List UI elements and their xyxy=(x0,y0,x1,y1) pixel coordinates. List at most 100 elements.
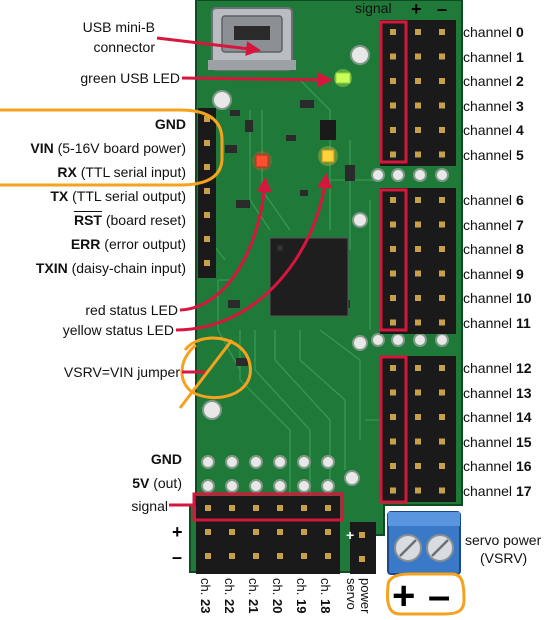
terminal-plus-symbol: + xyxy=(392,574,416,618)
channel-label-number: 16 xyxy=(515,458,532,474)
pin-rst-label: RST (board reset) xyxy=(73,212,186,228)
header-pin xyxy=(415,246,421,252)
channel-label-prefix: channel xyxy=(463,265,516,282)
header-pin xyxy=(390,463,396,469)
channel-label-prefix: channel xyxy=(463,122,516,138)
channel-label-number: 12 xyxy=(515,360,532,376)
pin-gnd-label: GND xyxy=(154,116,186,132)
bottom-channel-label: ch. 21 xyxy=(246,578,261,614)
vsrv-jumper-circle xyxy=(178,336,252,409)
pin-txin-label: TXIN (daisy-chain input) xyxy=(35,260,186,276)
smd-components xyxy=(225,100,355,366)
header-pin xyxy=(277,553,283,559)
header-pin xyxy=(390,438,396,445)
header-pin xyxy=(325,553,331,559)
header-pin xyxy=(205,505,211,511)
bottom-channel-label-prefix: ch. xyxy=(198,578,213,599)
channel-label: channel 2 xyxy=(463,73,524,89)
header-pin xyxy=(205,553,211,559)
header-pin xyxy=(390,221,396,228)
header-pin xyxy=(439,295,445,301)
header-pin xyxy=(204,236,210,242)
channel-label: channel 3 xyxy=(463,98,524,114)
servo-power-label-line1: servo power xyxy=(465,532,542,548)
channel-label-number: 11 xyxy=(515,314,531,331)
header-pin xyxy=(439,29,445,35)
red-highlights xyxy=(192,20,408,522)
top-plus-label: + xyxy=(411,0,422,19)
channel-label-prefix: channel xyxy=(463,97,516,114)
servo-power-label-line2: (VSRV) xyxy=(480,550,528,566)
channel-label-prefix: channel xyxy=(463,409,516,425)
top-minus-label: – xyxy=(437,0,448,19)
header-pin xyxy=(439,487,445,494)
header-pin xyxy=(205,529,211,535)
header-pin xyxy=(415,127,421,133)
red-led-label: red status LED xyxy=(85,302,178,318)
bottom-5v-label: 5V (out) xyxy=(132,475,182,491)
power-serial-highlight xyxy=(0,108,224,187)
channel-label-number: 6 xyxy=(515,192,524,208)
header-pin xyxy=(390,270,396,277)
header-pin xyxy=(439,270,445,277)
header-pin xyxy=(390,389,396,396)
channel-label-number: 13 xyxy=(515,384,532,401)
channel-label-number: 9 xyxy=(515,265,524,282)
channel-label: channel 8 xyxy=(463,241,524,257)
channel-label-prefix: channel xyxy=(463,482,516,499)
header-pin xyxy=(439,438,445,445)
header-pin xyxy=(390,78,396,84)
vsrv-jumper-label: VSRV=VIN jumper xyxy=(63,364,180,380)
pin-err-label: ERR (error output) xyxy=(70,236,186,252)
servo-power-vertical-label-line2: power xyxy=(358,578,373,614)
header-pin xyxy=(253,553,259,559)
header-pin xyxy=(301,553,307,559)
yellow-led-label: yellow status LED xyxy=(62,322,174,338)
header-pin xyxy=(325,529,331,535)
channel-label-prefix: channel xyxy=(463,360,516,376)
channel-label: channel 11 xyxy=(463,315,531,331)
header-pin xyxy=(439,78,445,84)
header-pin xyxy=(390,246,396,252)
channel-label-number: 17 xyxy=(515,482,532,499)
servo-power-terminal-block xyxy=(387,511,461,575)
header-pin xyxy=(204,164,210,170)
bottom-channel-label: ch. 22 xyxy=(222,578,237,614)
bottom-channel-label-prefix: ch. xyxy=(222,578,237,599)
bottom-channel-label-number: 20 xyxy=(270,598,285,614)
bottom-channel-label-prefix: ch. xyxy=(294,578,309,599)
bottom-channel-label-number: 22 xyxy=(222,598,237,614)
bottom-plus-label: + xyxy=(172,522,183,542)
channel-label-prefix: channel xyxy=(463,384,516,401)
mounting-holes xyxy=(201,45,449,493)
channel-label-prefix: channel xyxy=(463,314,516,331)
header-pin xyxy=(439,365,445,371)
header-block xyxy=(380,356,456,502)
channel-label-number: 15 xyxy=(515,433,532,450)
bottom-channel-label-number: 23 xyxy=(198,598,213,614)
header-block xyxy=(380,20,456,166)
header-pin xyxy=(439,197,445,203)
bottom-channel-label-prefix: ch. xyxy=(270,578,285,599)
right-servo-header xyxy=(380,20,456,502)
header-pin xyxy=(439,53,445,60)
bottom-channel-label-number: 21 xyxy=(246,598,261,614)
pin-tx-label: TX (TTL serial output) xyxy=(50,188,186,204)
channel-label-number: 7 xyxy=(515,216,524,233)
servo-power-plus-silk: + xyxy=(346,527,354,543)
channel-label: channel 6 xyxy=(463,192,524,208)
header-block xyxy=(380,188,456,334)
channel-label: channel 13 xyxy=(463,385,532,401)
channel-label: channel 7 xyxy=(463,217,524,233)
header-pin xyxy=(415,197,421,203)
orange-highlights xyxy=(0,108,466,616)
header-pin xyxy=(415,102,421,109)
header-pin xyxy=(439,151,445,158)
channel-label: channel 9 xyxy=(463,266,524,282)
header-pin xyxy=(415,78,421,84)
left-serial-header xyxy=(198,108,216,278)
header-pin xyxy=(390,53,396,60)
callout-arrows xyxy=(156,36,333,507)
